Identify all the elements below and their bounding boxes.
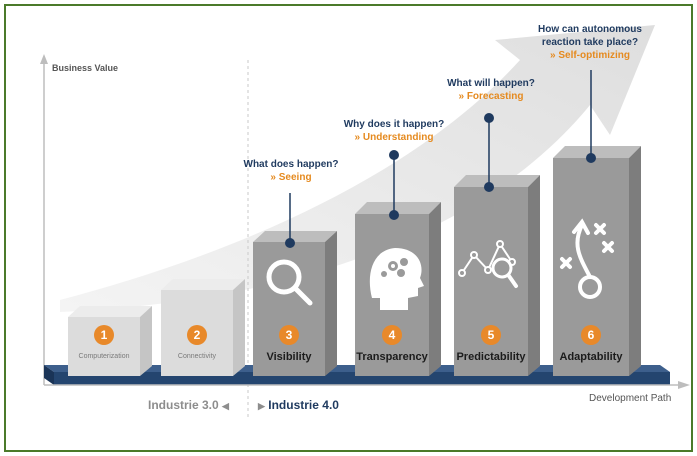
era-industrie-4: ▶ Industrie 4.0: [258, 398, 339, 412]
pin-3: [285, 193, 295, 248]
stage-name-1: Computerization: [78, 353, 130, 360]
strategy-play-icon: [560, 218, 614, 299]
era-left-label: Industrie 3.0: [148, 398, 219, 412]
y-axis-arrowhead: [40, 54, 48, 64]
question-6-line-2: reaction take place?: [541, 37, 639, 48]
callout-4: Why does it happen? » Understanding: [334, 118, 454, 144]
left-arrow-icon: ◀: [222, 401, 229, 411]
platform-left: [44, 365, 54, 385]
question-4: Why does it happen?: [343, 119, 445, 130]
question-3: What does happen?: [243, 159, 339, 170]
callout-5: What will happen? » Forecasting: [438, 77, 544, 103]
stage-name-5: Predictability: [456, 351, 526, 363]
stage-number-6: 6: [581, 325, 601, 345]
era-industrie-3: Industrie 3.0 ◀: [148, 398, 229, 412]
y-axis-label: Business Value: [52, 63, 119, 73]
right-arrow-icon: ▶: [258, 401, 265, 411]
brain-gears-icon: [369, 248, 424, 310]
x-axis-arrowhead: [678, 381, 690, 389]
stage-name-3: Visibility: [266, 351, 312, 363]
stage-number-1: 1: [94, 325, 114, 345]
pin-5: [484, 113, 494, 192]
stage-name-2: Connectivity: [177, 353, 217, 360]
callout-3: What does happen? » Seeing: [236, 158, 346, 184]
stage-number-4: 4: [382, 325, 402, 345]
stage-box-1: [68, 306, 152, 376]
stage-number-2: 2: [187, 325, 207, 345]
stage-number-3: 3: [279, 325, 299, 345]
stage-number-5: 5: [481, 325, 501, 345]
question-6-line-1: How can autonomous: [538, 24, 642, 35]
pin-4: [389, 150, 399, 220]
stage-name-4: Transparency: [356, 351, 428, 363]
magnifier-icon: [266, 259, 313, 306]
callout-6: How can autonomous reaction take place? …: [530, 23, 650, 62]
era-right-label: Industrie 4.0: [268, 398, 339, 412]
analytics-magnifier-icon: [458, 240, 518, 288]
answer-4: » Understanding: [354, 132, 434, 143]
x-axis-label: Development Path: [589, 393, 672, 404]
answer-5: » Forecasting: [458, 91, 524, 102]
answer-6: » Self-optimizing: [550, 50, 630, 61]
growth-arrow: [60, 25, 655, 312]
pin-6: [586, 70, 596, 163]
question-5: What will happen?: [447, 78, 535, 89]
answer-3: » Seeing: [270, 172, 312, 183]
stage-name-6: Adaptability: [559, 351, 623, 363]
